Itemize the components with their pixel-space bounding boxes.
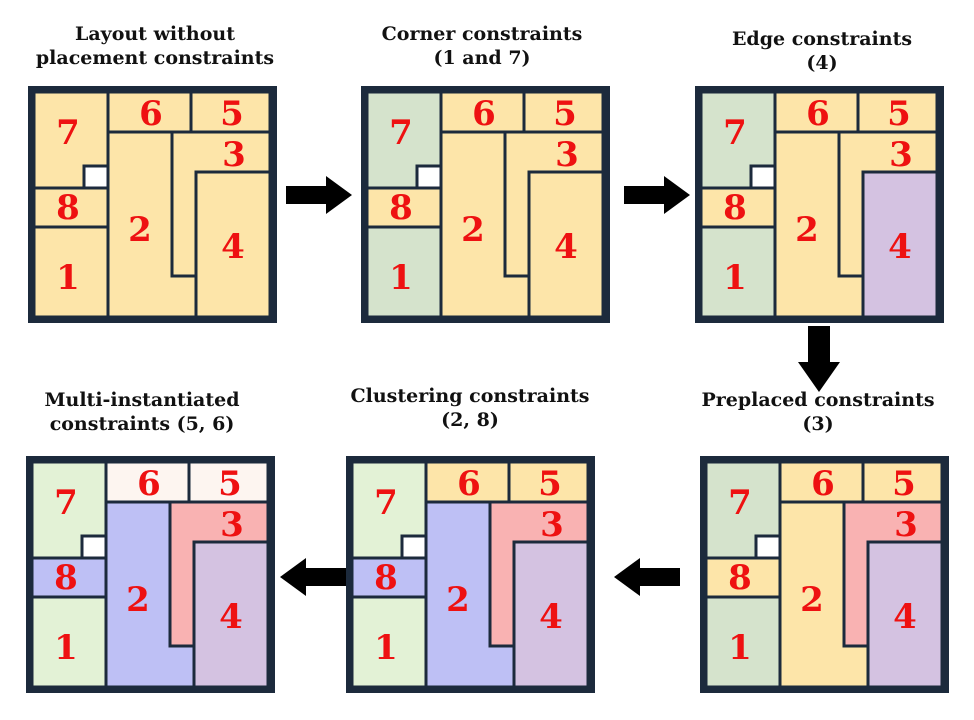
block-label-4: 4 (893, 597, 917, 637)
block-label-8: 8 (728, 558, 752, 598)
block-label-6: 6 (137, 464, 161, 504)
panel-title-multi: Multi-instantiated constraints (5, 6) (44, 389, 240, 435)
block-label-6: 6 (806, 94, 830, 134)
block-label-2: 2 (795, 210, 819, 250)
panel-title-no-constraints: Layout without placement constraints (35, 23, 275, 69)
floorplan-border (28, 458, 272, 691)
block-label-7: 7 (374, 483, 398, 523)
block-label-5: 5 (892, 464, 916, 504)
block-label-6: 6 (811, 464, 835, 504)
floorplan-edge: 7 8 1 6 5 2 3 4 (695, 86, 944, 323)
floorplan-border (348, 458, 592, 691)
block-label-5: 5 (887, 94, 911, 134)
arrow-left-icon (614, 558, 680, 596)
arrow-right-icon (624, 176, 690, 214)
block-label-1: 1 (374, 628, 398, 668)
block-label-2: 2 (126, 580, 150, 620)
block-label-4: 4 (221, 227, 245, 267)
block-label-8: 8 (54, 558, 78, 598)
panel-title-preplaced: Preplaced constraints (3) (701, 389, 935, 435)
block-label-1: 1 (56, 258, 80, 298)
block-label-4: 4 (554, 227, 578, 267)
block-label-7: 7 (54, 483, 78, 523)
floorplan-corner: 7 8 1 6 5 2 3 4 (361, 86, 610, 323)
arrow-right-icon (286, 176, 352, 214)
block-label-4: 4 (888, 227, 912, 267)
block-label-1: 1 (54, 628, 78, 668)
floorplan-no-constraints: 7 8 1 6 5 2 3 4 (28, 86, 277, 323)
block-label-3: 3 (889, 135, 913, 175)
floorplan-clustering: 7 8 1 6 5 2 3 4 (346, 456, 595, 693)
block-label-5: 5 (553, 94, 577, 134)
floorplan-multi: 7 8 1 6 5 2 3 4 (26, 456, 275, 693)
block-label-3: 3 (220, 505, 244, 545)
floorplan-border (363, 88, 607, 321)
block-label-3: 3 (555, 135, 579, 175)
block-label-6: 6 (139, 94, 163, 134)
floorplan-border (702, 458, 946, 691)
block-label-2: 2 (128, 210, 152, 250)
block-label-3: 3 (894, 505, 918, 545)
block-label-3: 3 (222, 135, 246, 175)
block-label-8: 8 (723, 188, 747, 228)
block-label-5: 5 (218, 464, 242, 504)
block-label-7: 7 (56, 113, 80, 153)
block-label-7: 7 (728, 483, 752, 523)
block-label-2: 2 (461, 210, 485, 250)
block-label-8: 8 (389, 188, 413, 228)
block-label-8: 8 (56, 188, 80, 228)
floorplan-border (30, 88, 274, 321)
floorplan-border (697, 88, 941, 321)
arrow-left-icon (280, 558, 346, 596)
block-label-2: 2 (800, 580, 824, 620)
block-label-1: 1 (389, 258, 413, 298)
panel-title-clustering: Clustering constraints (2, 8) (350, 385, 590, 431)
block-label-3: 3 (540, 505, 564, 545)
block-label-6: 6 (472, 94, 496, 134)
floorplan-preplaced: 7 8 1 6 5 2 3 4 (700, 456, 949, 693)
block-label-4: 4 (219, 597, 243, 637)
block-label-1: 1 (723, 258, 747, 298)
block-label-6: 6 (457, 464, 481, 504)
block-label-5: 5 (538, 464, 562, 504)
panel-title-edge: Edge constraints (4) (731, 28, 913, 74)
block-label-1: 1 (728, 628, 752, 668)
block-label-4: 4 (539, 597, 563, 637)
block-label-2: 2 (446, 580, 470, 620)
arrow-down-icon (798, 326, 840, 392)
block-label-7: 7 (389, 113, 413, 153)
panel-title-corner: Corner constraints (1 and 7) (381, 23, 583, 69)
block-label-8: 8 (374, 558, 398, 598)
block-label-5: 5 (220, 94, 244, 134)
block-label-7: 7 (723, 113, 747, 153)
